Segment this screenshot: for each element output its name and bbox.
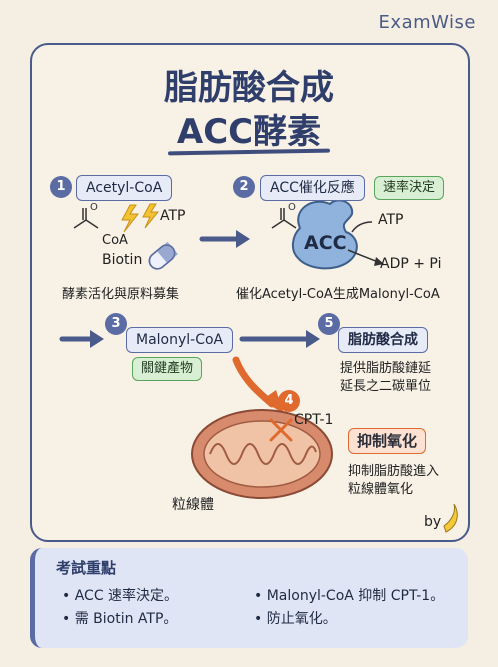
acc-enzyme-icon [292, 199, 358, 270]
key-point-2: • Malonyl-CoA 抑制 CPT-1。 [254, 588, 445, 604]
coa-label: CoA [102, 233, 128, 248]
key-point-4: • 防止氧化。 [254, 611, 337, 627]
key-points-title: 考試重點 [56, 559, 117, 577]
acetyl-structure-icon [73, 208, 99, 229]
banana-icon [443, 503, 458, 533]
key-point-3: • 需 Biotin ATP。 [62, 611, 178, 627]
arrow-icon [199, 230, 250, 248]
arrow-to-step5-icon [239, 330, 320, 348]
step4-desc-line1: 抑制脂肪酸進入 [348, 464, 440, 479]
step2-number: 2 [233, 176, 255, 198]
acc-label: ACC [304, 232, 347, 254]
adp-pi-label: ADP + Pi [380, 256, 442, 272]
biotin-capsule-icon [148, 241, 178, 270]
atp-right-label: ATP [378, 212, 404, 228]
step1-caption: 酵素活化與原料募集 [62, 287, 180, 302]
cpt1-label: CPT-1 [294, 412, 334, 428]
step2-caption: 催化Acetyl-CoA生成Malonyl-CoA [236, 287, 440, 302]
atp-in-arrow-icon [351, 221, 373, 233]
biotin-label: Biotin [102, 252, 143, 268]
step3-label: Malonyl-CoA [126, 327, 234, 353]
brand-logo: ExamWise [378, 12, 476, 33]
svg-text:O: O [288, 202, 296, 213]
title-line1: 脂肪酸合成 [164, 68, 334, 108]
energy-bolt-icon [121, 203, 160, 233]
svg-text:O: O [90, 202, 98, 213]
byline: by [424, 514, 442, 530]
step1-number: 1 [50, 176, 72, 198]
step3-number: 3 [105, 313, 127, 335]
title-line2: ACC酵素 [176, 112, 322, 152]
step2-label: ACC催化反應 [260, 175, 365, 201]
step3-tag: 關鍵產物 [132, 357, 203, 381]
arrow-to-step3-icon [59, 330, 104, 348]
atp-left-label: ATP [160, 208, 186, 224]
step5-number: 5 [318, 313, 340, 335]
key-points-box [30, 548, 468, 648]
block-x-icon [269, 418, 293, 442]
acetyl-structure-right-icon [271, 208, 297, 229]
step4-tag: 抑制氧化 [348, 428, 427, 454]
step4-desc-line2: 粒線體氧化 [348, 482, 414, 497]
mitochondrion-label: 粒線體 [172, 497, 214, 513]
step1-label: Acetyl-CoA [76, 175, 173, 201]
mitochondrion-icon [191, 409, 333, 499]
step2-tag: 速率決定 [374, 176, 445, 200]
step5-desc-line1: 提供脂肪酸鏈延 [340, 361, 432, 376]
key-point-1: • ACC 速率決定。 [62, 588, 179, 604]
step4-number: 4 [278, 390, 300, 412]
step5-label: 脂肪酸合成 [338, 327, 428, 353]
step5-desc-line2: 延長之二碳單位 [340, 379, 432, 394]
